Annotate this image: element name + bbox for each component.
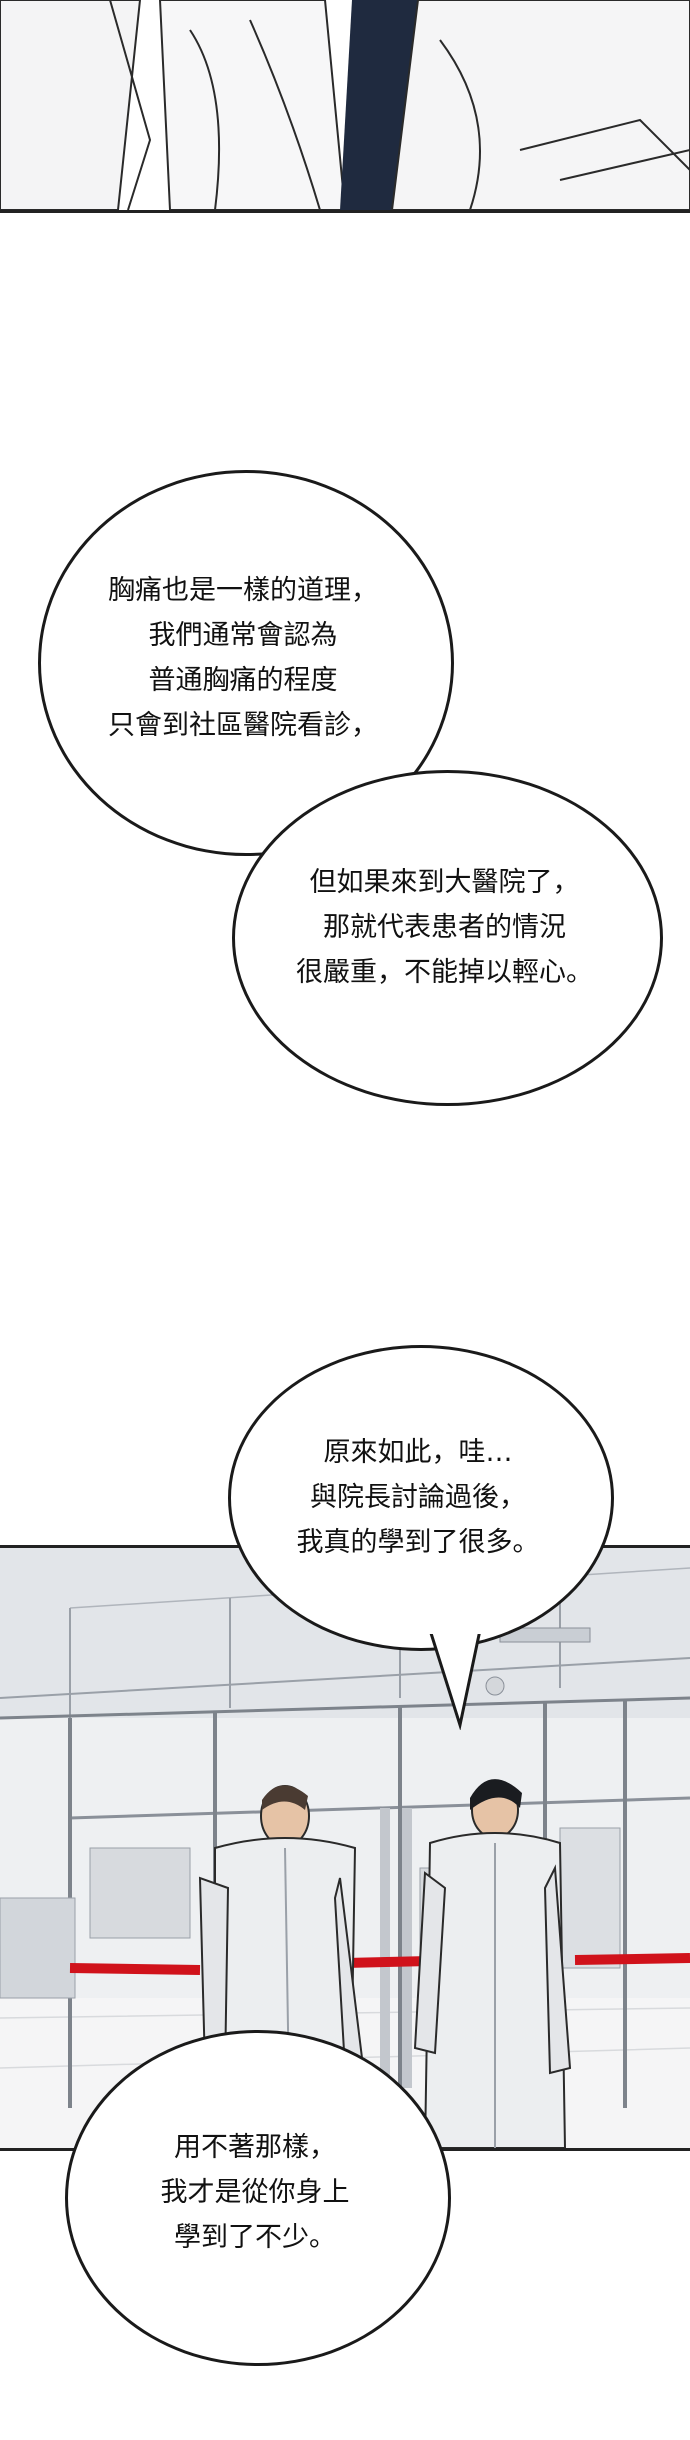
b2-line-2: 那就代表患者的情況: [323, 912, 566, 943]
speech-bubble-3-text: 原來如此，哇… 與院長討論過後， 我真的學到了很多。: [250, 1430, 586, 1565]
speech-bubble-1-tail: [270, 700, 360, 785]
b1-line-1: 胸痛也是一樣的道理，: [108, 575, 378, 606]
speech-bubble-2: [232, 770, 663, 1106]
b1-line-3: 普通胸痛的程度: [148, 665, 338, 696]
top-panel-illustration: [0, 0, 690, 210]
speech-bubble-2-text: 但如果來到大醫院了， 那就代表患者的情況 很嚴重，不能掉以輕心。: [262, 860, 627, 995]
speech-bubble-1-text: 胸痛也是一樣的道理， 我們通常會認為 普通胸痛的程度 只會到社區醫院看診，: [68, 568, 418, 748]
speech-bubble-4: [65, 2030, 451, 2366]
b3-line-3: 我真的學到了很多。: [296, 1527, 540, 1558]
b4-line-1: 用不著那樣，: [174, 2132, 336, 2163]
b4-line-3: 學到了不少。: [174, 2222, 336, 2253]
b3-line-2: 與院長討論過後，: [310, 1482, 526, 1513]
b2-line-1: 但如果來到大醫院了，: [309, 867, 580, 898]
b1-line-2: 我們通常會認為: [148, 620, 338, 651]
speech-bubble-3: [228, 1345, 614, 1651]
top-panel: [0, 0, 690, 213]
b3-line-1: 原來如此，哇…: [323, 1437, 513, 1468]
b4-line-2: 我才是從你身上: [160, 2177, 350, 2208]
speech-bubble-4-text: 用不著那樣， 我才是從你身上 學到了不少。: [95, 2125, 415, 2260]
b2-line-3: 很嚴重，不能掉以輕心。: [296, 957, 593, 988]
speech-bubble-3-tail: [427, 1630, 483, 1730]
b1-line-4: 只會到社區醫院看診，: [108, 710, 378, 741]
